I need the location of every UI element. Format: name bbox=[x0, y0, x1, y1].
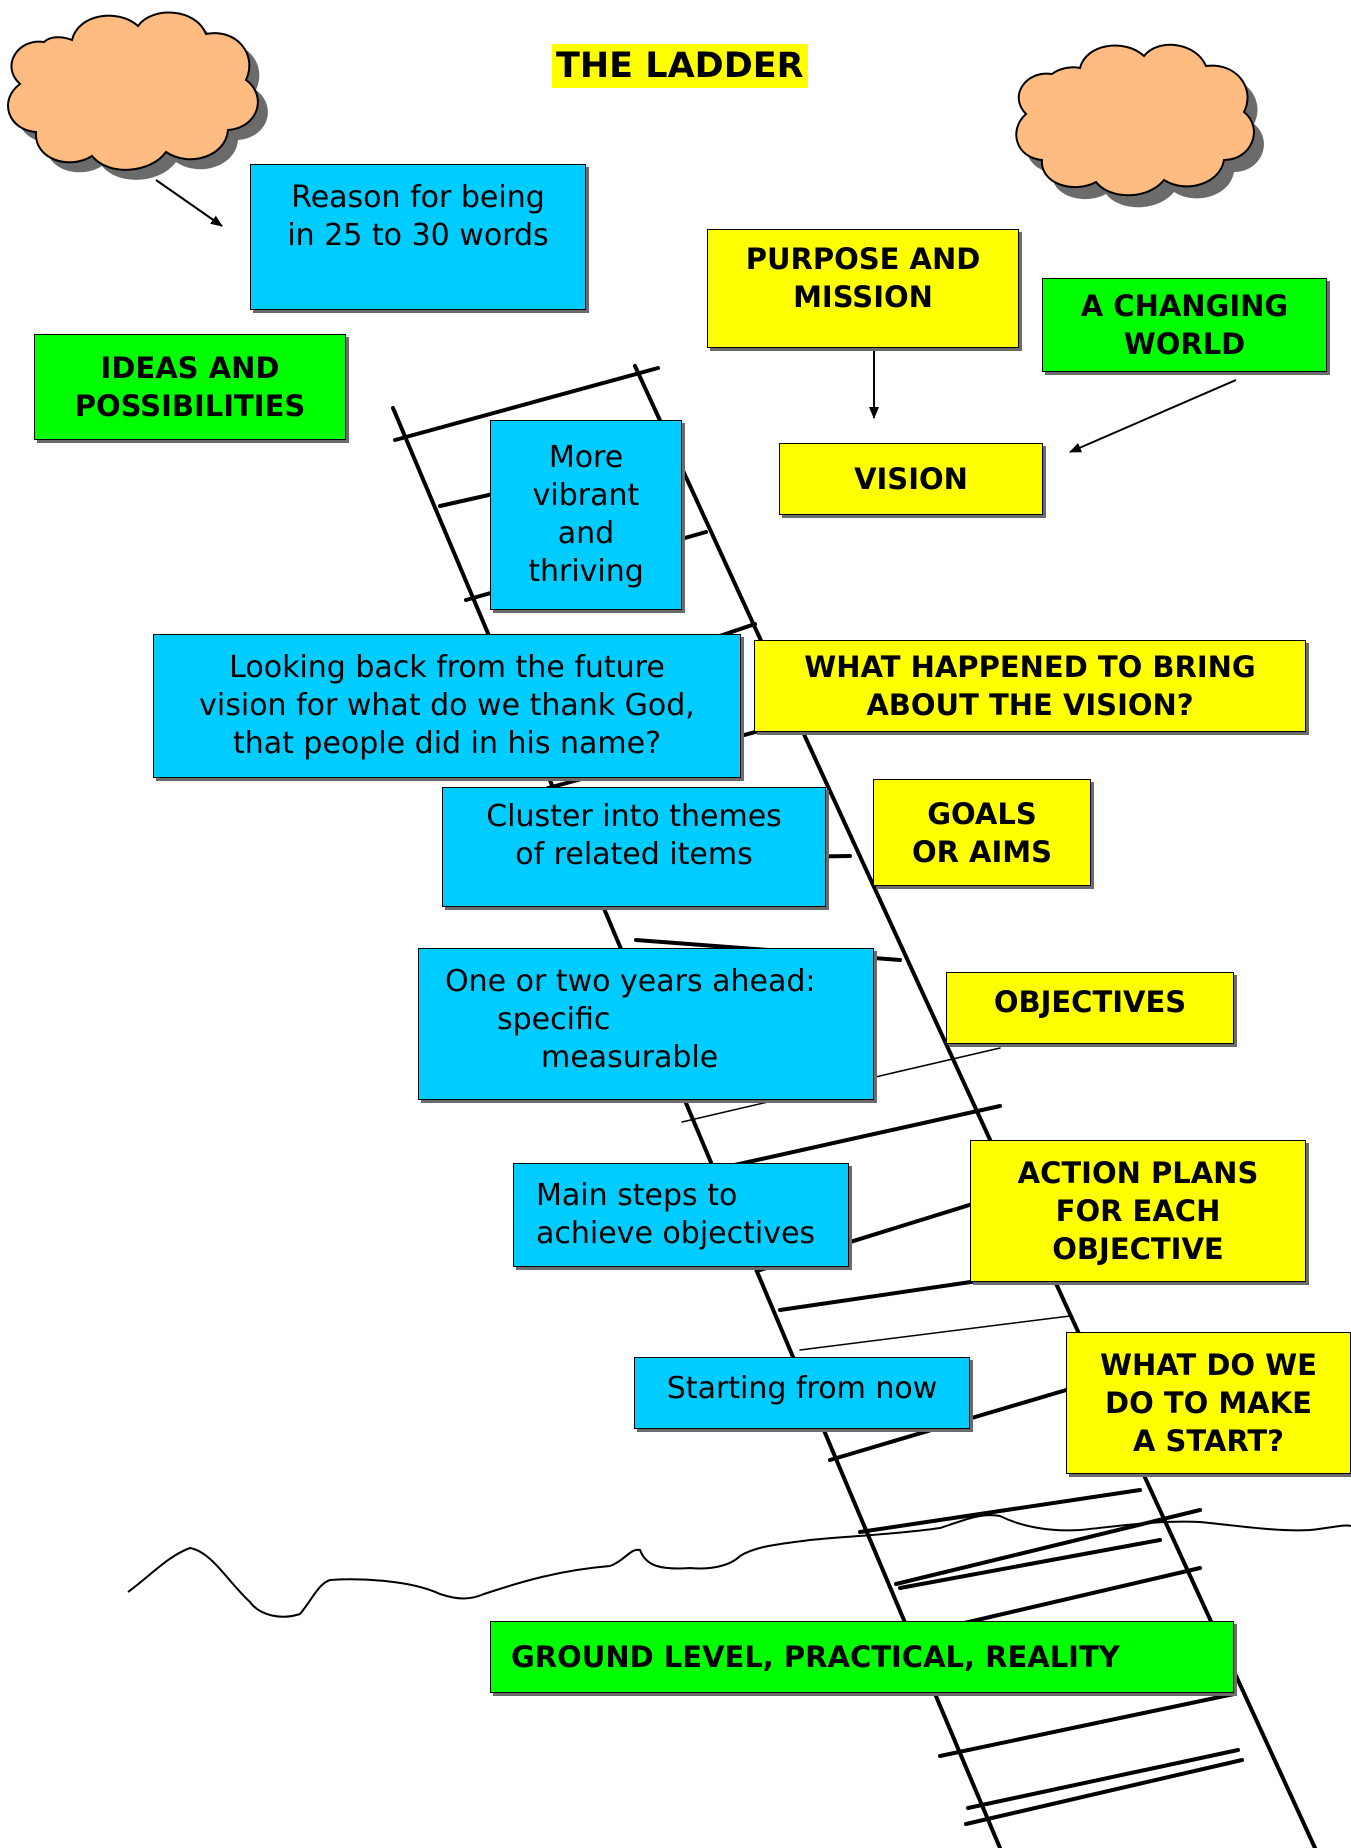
vision-box: VISION bbox=[779, 443, 1043, 515]
objectives-text: OBJECTIVES bbox=[993, 985, 1187, 1019]
changing-world-box: A CHANGING WORLD bbox=[1042, 278, 1327, 372]
make-start-box: WHAT DO WE DO TO MAKE A START? bbox=[1066, 1332, 1351, 1474]
main-steps-box: Main steps to achieve objectives bbox=[513, 1163, 849, 1267]
ideas-possibilities-box: IDEAS AND POSSIBILITIES bbox=[34, 334, 346, 440]
arrow-cloud-to-reason bbox=[155, 179, 223, 227]
cluster-themes-text: Cluster into themes of related items bbox=[486, 799, 782, 872]
action-plans-box: ACTION PLANS FOR EACH OBJECTIVE bbox=[970, 1140, 1306, 1282]
vibrant-thriving-box: More vibrant and thriving bbox=[490, 420, 682, 610]
objectives-desc-line-1: One or two years ahead: bbox=[445, 964, 816, 999]
objectives-desc-box: One or two years ahead: specific measura… bbox=[418, 948, 874, 1100]
what-happened-box: WHAT HAPPENED TO BRING ABOUT THE VISION? bbox=[754, 640, 1306, 732]
page-title: THE LADDER bbox=[552, 44, 808, 88]
purpose-mission-text: PURPOSE AND MISSION bbox=[745, 242, 981, 314]
ideas-possibilities-text: IDEAS AND POSSIBILITIES bbox=[74, 351, 306, 423]
purpose-mission-box: PURPOSE AND MISSION bbox=[707, 229, 1019, 348]
reason-for-being-box: Reason for being in 25 to 30 words bbox=[250, 164, 586, 310]
main-steps-text: Main steps to achieve objectives bbox=[536, 1178, 816, 1251]
make-start-text: WHAT DO WE DO TO MAKE A START? bbox=[1100, 1348, 1317, 1458]
goals-aims-box: GOALS OR AIMS bbox=[873, 779, 1091, 886]
cloud-left-icon bbox=[7, 11, 268, 180]
starting-from-now-text: Starting from now bbox=[666, 1371, 938, 1406]
changing-world-text: A CHANGING WORLD bbox=[1080, 289, 1289, 361]
looking-back-text: Looking back from the future vision for … bbox=[199, 650, 695, 761]
cloud-right-icon bbox=[1015, 43, 1264, 208]
ground-level-box: GROUND LEVEL, PRACTICAL, REALITY bbox=[490, 1621, 1234, 1693]
vibrant-thriving-text: More vibrant and thriving bbox=[528, 440, 644, 589]
what-happened-text: WHAT HAPPENED TO BRING ABOUT THE VISION? bbox=[804, 650, 1256, 722]
action-plans-text: ACTION PLANS FOR EACH OBJECTIVE bbox=[1017, 1156, 1259, 1266]
cluster-themes-box: Cluster into themes of related items bbox=[442, 787, 826, 907]
objectives-desc-line-3: measurable bbox=[541, 1040, 719, 1075]
vision-text: VISION bbox=[854, 462, 968, 496]
arrow-world-to-vision bbox=[1069, 379, 1237, 453]
objectives-desc-line-2: specific bbox=[497, 1002, 611, 1037]
goals-aims-text: GOALS OR AIMS bbox=[911, 796, 1053, 869]
reason-for-being-text: Reason for being in 25 to 30 words bbox=[287, 180, 549, 253]
horizon-line bbox=[127, 1514, 1351, 1618]
starting-from-now-box: Starting from now bbox=[634, 1357, 970, 1429]
ground-level-text: GROUND LEVEL, PRACTICAL, REALITY bbox=[511, 1640, 1120, 1674]
objectives-box: OBJECTIVES bbox=[946, 972, 1234, 1044]
looking-back-box: Looking back from the future vision for … bbox=[153, 634, 741, 778]
